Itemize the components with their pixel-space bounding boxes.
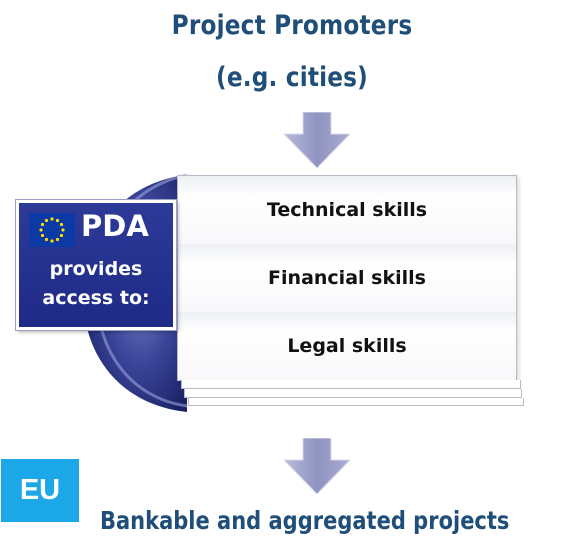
eu-flag-icon (29, 213, 75, 247)
header-title-line2: (e.g. cities) (216, 62, 368, 93)
skills-row-legal: Legal skills (178, 312, 516, 380)
pda-panel: PDA provides access to: (16, 200, 176, 330)
eu-badge: EU (1, 459, 79, 522)
pda-title: PDA (81, 209, 149, 243)
pda-text-line1: provides (49, 258, 143, 280)
header-title-line1: Project Promoters (171, 10, 413, 41)
footer-title: Bankable and aggregated projects (100, 506, 510, 535)
down-arrow-icon (284, 112, 350, 168)
skills-row-financial: Financial skills (178, 244, 516, 313)
skills-box: Technical skills Financial skills Legal … (177, 175, 517, 381)
pda-text-line2: access to: (42, 287, 150, 309)
down-arrow-icon (284, 438, 350, 494)
skills-row-technical: Technical skills (178, 176, 516, 245)
base-plate (188, 398, 524, 406)
base-plate (184, 389, 522, 398)
base-plate (181, 380, 521, 389)
